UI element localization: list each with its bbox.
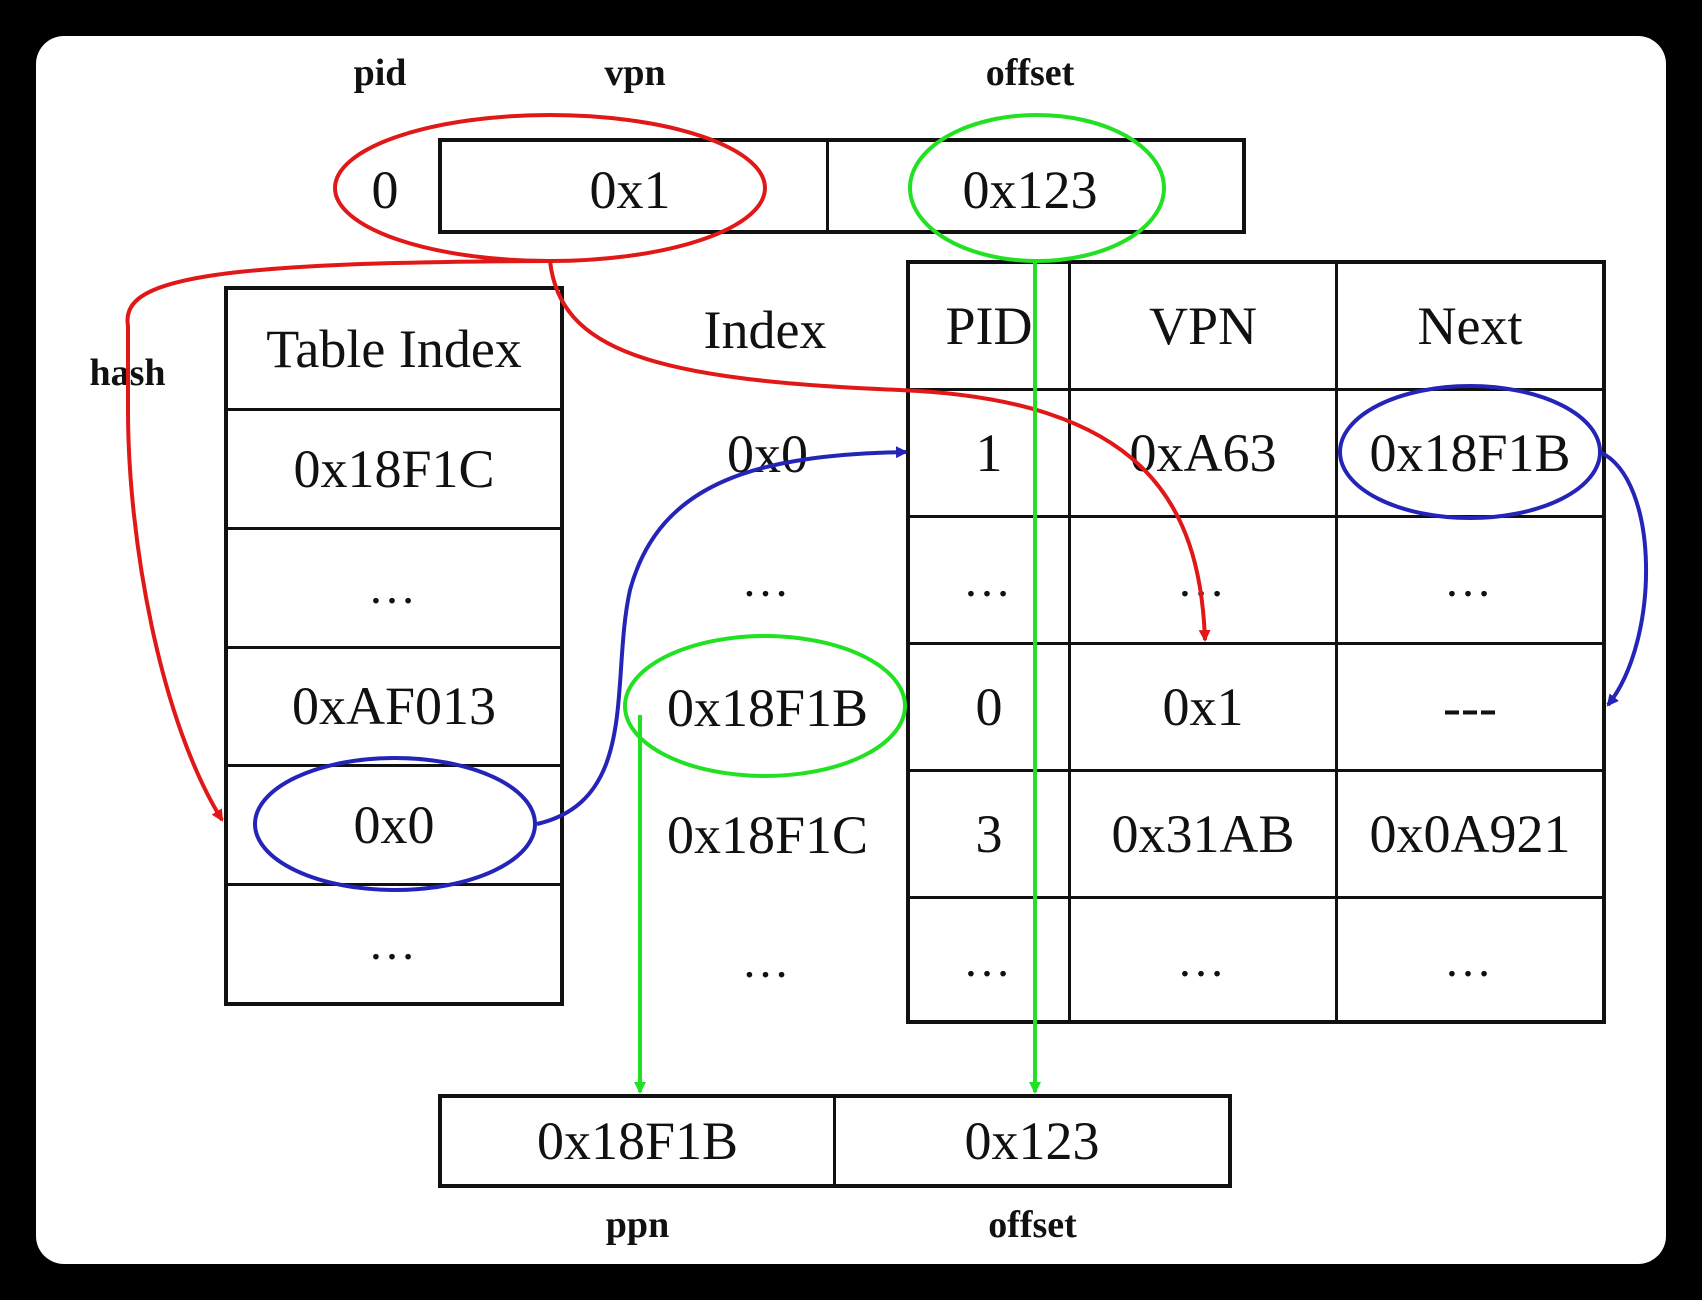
physical-address-divider	[833, 1096, 836, 1186]
physical-offset-label: offset	[988, 1204, 1077, 1246]
hash-anchor-row: 0xAF013	[291, 676, 497, 736]
physical-ppn-value: 0x18F1B	[536, 1111, 739, 1171]
virtual-offset-value: 0x123	[962, 160, 1098, 220]
table-cell-vpn: 0x31AB	[1111, 804, 1295, 864]
ppn-label: ppn	[605, 1204, 670, 1246]
index-cell: …	[741, 554, 794, 607]
pid-label: pid	[353, 52, 407, 94]
table-cell-vpn: 0xA63	[1129, 423, 1277, 483]
index-cell: 0x18F1C	[666, 804, 869, 865]
table-cell-pid: 1	[975, 423, 1003, 483]
table-cell-pid: …	[963, 933, 1015, 987]
pid-vpn-highlight-ellipse	[333, 113, 767, 263]
vpn-match-arrow	[548, 260, 1211, 642]
hash-anchor-row: 0x0	[353, 794, 435, 855]
table-cell-next: …	[1444, 553, 1496, 607]
physical-offset-value: 0x123	[964, 1111, 1100, 1171]
virtual-pid-value: 0	[371, 160, 399, 220]
matched-index-highlight-ellipse	[623, 634, 907, 778]
table-cell-pid: 3	[975, 804, 1003, 864]
next-column-header: Next	[1417, 296, 1523, 356]
hash-anchor-row: 0x18F1C	[293, 438, 495, 499]
index-cell: 0x18F1B	[666, 677, 869, 738]
table-cell-vpn: 0x1	[1162, 677, 1244, 737]
table-cell-vpn: …	[1177, 933, 1229, 987]
index-header: Index	[703, 300, 827, 360]
table-cell-next: …	[1444, 933, 1496, 987]
table-index-header: Table Index	[266, 319, 522, 379]
virtual-address-register	[438, 138, 1246, 234]
index-cell: …	[741, 935, 794, 988]
hash-arrow	[125, 259, 551, 822]
pid-column-header: PID	[945, 296, 1033, 356]
hash-anchor-row: …	[368, 917, 420, 970]
hash-anchor-row: …	[368, 561, 420, 614]
vpn-label: vpn	[604, 52, 666, 94]
table-cell-pid: 0	[975, 677, 1003, 737]
virtual-vpn-value: 0x1	[589, 160, 671, 220]
table-cell-pid: …	[963, 553, 1015, 607]
virtual-address-divider	[826, 140, 829, 232]
table-cell-next: ---	[1443, 677, 1497, 737]
table-cell-next: 0x18F1B	[1369, 423, 1571, 483]
table-cell-next: 0x0A921	[1369, 804, 1571, 864]
anchor-entry-highlight-ellipse	[253, 756, 537, 892]
offset-highlight-ellipse	[908, 113, 1166, 263]
vpn-column-header: VPN	[1148, 296, 1258, 356]
anchor-to-table-arrow	[536, 446, 908, 826]
next-pointer-highlight-ellipse	[1338, 384, 1602, 520]
next-chain-arrow	[1599, 450, 1648, 707]
virtual-offset-label: offset	[985, 52, 1075, 94]
